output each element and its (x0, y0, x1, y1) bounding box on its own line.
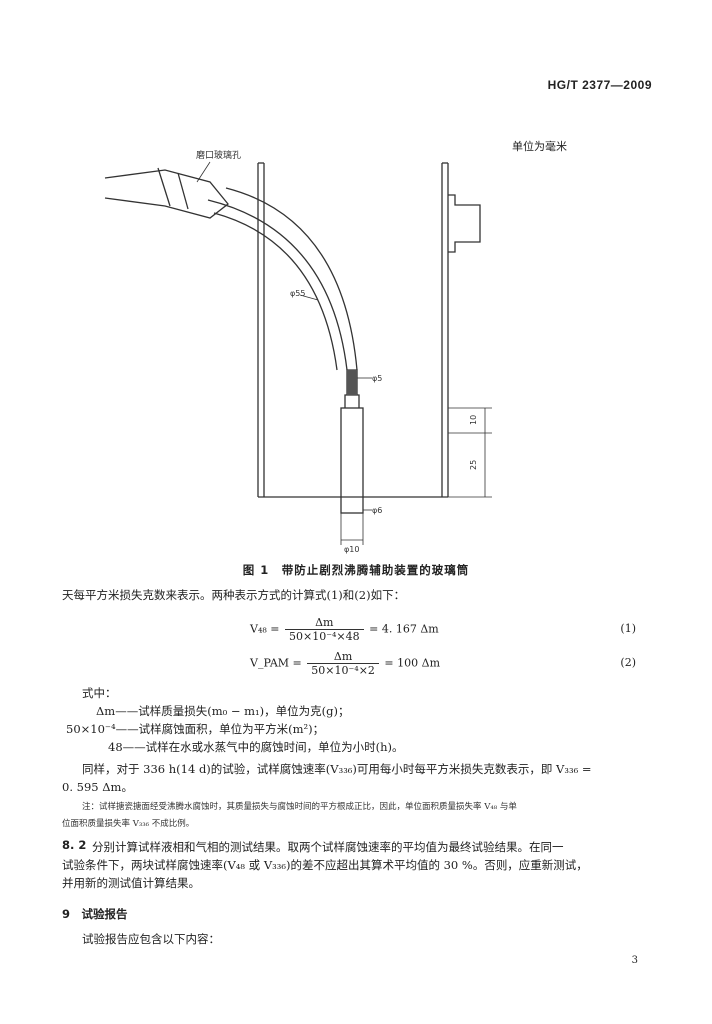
page-number: 3 (631, 955, 638, 966)
section-8-2-line-1: 分别计算试样液相和气相的测试结果。取两个试样腐蚀速率的平均值为最终试验结果。在同… (92, 840, 564, 854)
label-ground-glass: 磨口玻璃孔 (196, 149, 241, 161)
sample-tube (340, 407, 364, 514)
svg-text:φ55: φ55 (290, 289, 305, 298)
section-8-2-number: 8. 2 (62, 838, 87, 852)
intro-paragraph: 天每平方米损失克数来表示。两种表示方式的计算式(1)和(2)如下： (62, 588, 406, 602)
where-label: 式中： (82, 686, 117, 700)
glass-cylinder-figure: 磨口玻璃孔 φ55 φ5 φ6 φ10 10 25 (104, 149, 492, 554)
definition-time: 48——试样在水或水蒸气中的腐蚀时间，单位为小时(h)。 (108, 740, 404, 754)
note-line-2: 位面积质量损失率 V₃₃₆ 不成比例。 (62, 819, 195, 829)
svg-text:25: 25 (469, 460, 478, 470)
section-9-text: 试验报告应包含以下内容： (82, 932, 220, 946)
svg-text:φ6: φ6 (372, 506, 382, 515)
section-8-2-line-3: 并用新的测试值计算结果。 (62, 876, 200, 890)
svg-text:10: 10 (469, 415, 478, 425)
paragraph-336h: 同样，对于 336 h(14 d)的试验，试样腐蚀速率(V₃₃₆)可用每小时每平… (82, 762, 592, 776)
paragraph-336h-cont: 0. 595 Δm。 (62, 780, 133, 794)
ground-glass-joint (104, 169, 229, 219)
figure-caption: 图 1 带防止剧烈沸腾辅助装置的玻璃筒 (242, 563, 470, 577)
definition-dm: Δm——试样质量损失(m₀ − m₁)，单位为克(g)； (96, 704, 350, 718)
standard-number: HG/T 2377—2009 (547, 78, 652, 92)
unit-note: 单位为毫米 (512, 140, 567, 153)
definition-area: 50×10⁻⁴——试样腐蚀面积，单位为平方米(m²)； (66, 722, 325, 736)
section-8-2-line-2: 试验条件下，两块试样腐蚀速率(V₄₈ 或 V₃₃₆)的差不应超出其算术平均值的 … (62, 858, 588, 872)
bent-tube (207, 199, 348, 371)
svg-text:φ5: φ5 (372, 374, 382, 383)
note-line-1: 注：试样搪瓷搪面经受沸腾水腐蚀时，其质量损失与腐蚀时间的平方根成正比，因此，单位… (82, 802, 517, 812)
svg-text:φ10: φ10 (344, 545, 359, 554)
section-9-title: 9 试验报告 (62, 907, 128, 921)
side-port (448, 194, 481, 253)
